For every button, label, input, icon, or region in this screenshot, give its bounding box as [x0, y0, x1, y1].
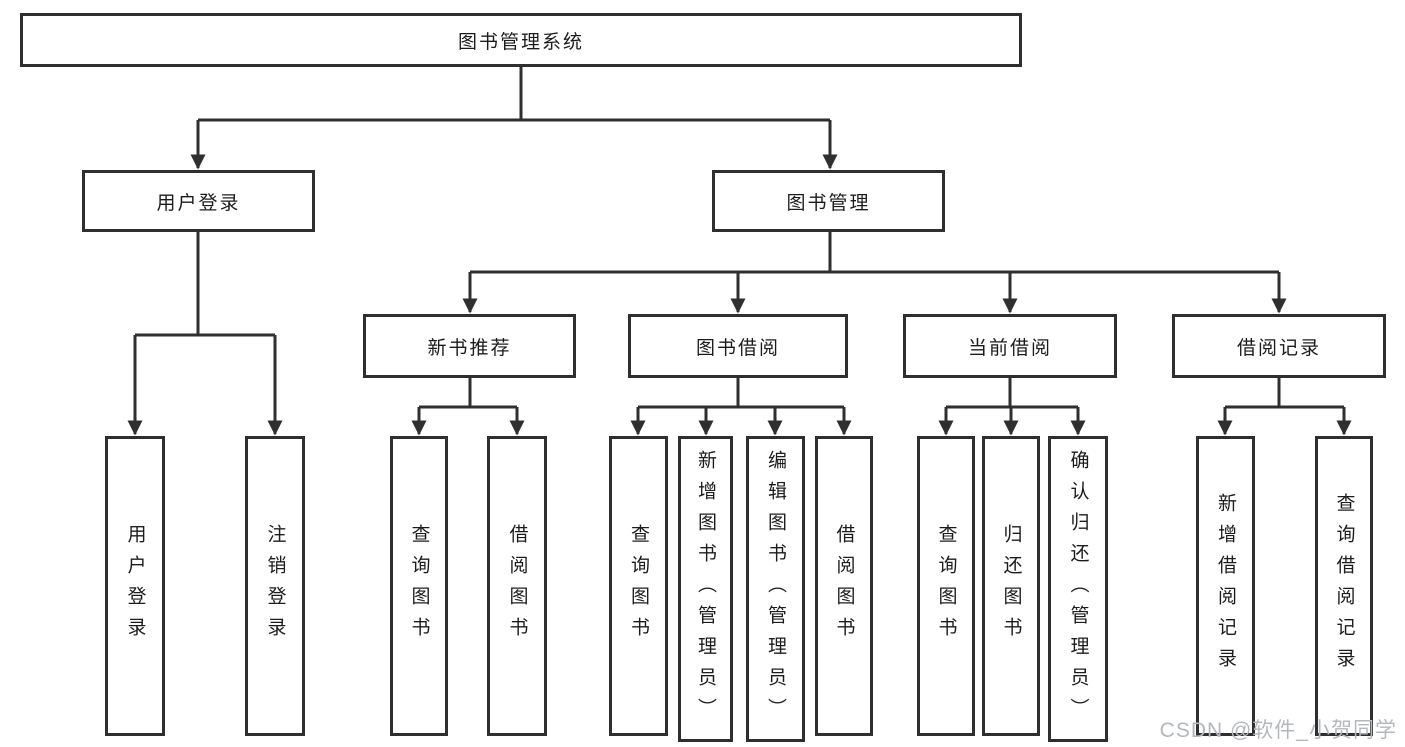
leaf-newrec-query-books: 查询图书	[390, 436, 448, 736]
node-book-management: 图书管理	[712, 170, 945, 232]
leaf-borrow-edit-books-admin: 编辑图书（管理员）	[746, 436, 805, 742]
leaf-borrow-add-books-admin-label: 新增图书（管理员）	[695, 449, 716, 729]
node-new-book-recommend: 新书推荐	[363, 314, 576, 378]
node-root-system: 图书管理系统	[20, 13, 1022, 67]
leaf-newrec-query-books-label: 查询图书	[408, 524, 430, 648]
leaf-borrow-borrow-books-label: 借阅图书	[833, 524, 855, 648]
node-book-borrow: 图书借阅	[628, 314, 848, 378]
node-borrow-records: 借阅记录	[1172, 314, 1386, 378]
leaf-current-confirm-return-admin: 确认归还（管理员）	[1048, 436, 1108, 742]
leaf-current-return-books-label: 归还图书	[1000, 524, 1022, 648]
node-current-borrow: 当前借阅	[903, 314, 1117, 378]
leaf-current-query-books-label: 查询图书	[935, 524, 957, 648]
leaf-borrow-add-books-admin: 新增图书（管理员）	[678, 436, 733, 742]
leaf-records-query-record-label: 查询借阅记录	[1333, 493, 1355, 679]
leaf-borrow-query-books-label: 查询图书	[628, 524, 649, 648]
leaf-current-return-books: 归还图书	[982, 436, 1040, 736]
leaf-borrow-borrow-books: 借阅图书	[815, 436, 873, 736]
leaf-current-confirm-return-admin-label: 确认归还（管理员）	[1067, 449, 1089, 729]
leaf-newrec-borrow-books-label: 借阅图书	[506, 524, 528, 648]
leaf-newrec-borrow-books: 借阅图书	[487, 436, 547, 736]
leaf-user-login-label: 用户登录	[124, 524, 146, 648]
node-user-login: 用户登录	[82, 170, 315, 232]
leaf-borrow-edit-books-admin-label: 编辑图书（管理员）	[765, 449, 786, 729]
leaf-user-login: 用户登录	[105, 436, 165, 736]
csdn-watermark: CSDN @软件_小贺同学	[1159, 719, 1397, 742]
leaf-borrow-query-books: 查询图书	[609, 436, 668, 736]
leaf-records-query-record: 查询借阅记录	[1315, 436, 1373, 736]
leaf-records-add-record-label: 新增借阅记录	[1215, 493, 1236, 679]
leaf-logout-label: 注销登录	[264, 524, 286, 648]
leaf-current-query-books: 查询图书	[917, 436, 975, 736]
leaf-records-add-record: 新增借阅记录	[1196, 436, 1255, 736]
leaf-logout: 注销登录	[245, 436, 305, 736]
